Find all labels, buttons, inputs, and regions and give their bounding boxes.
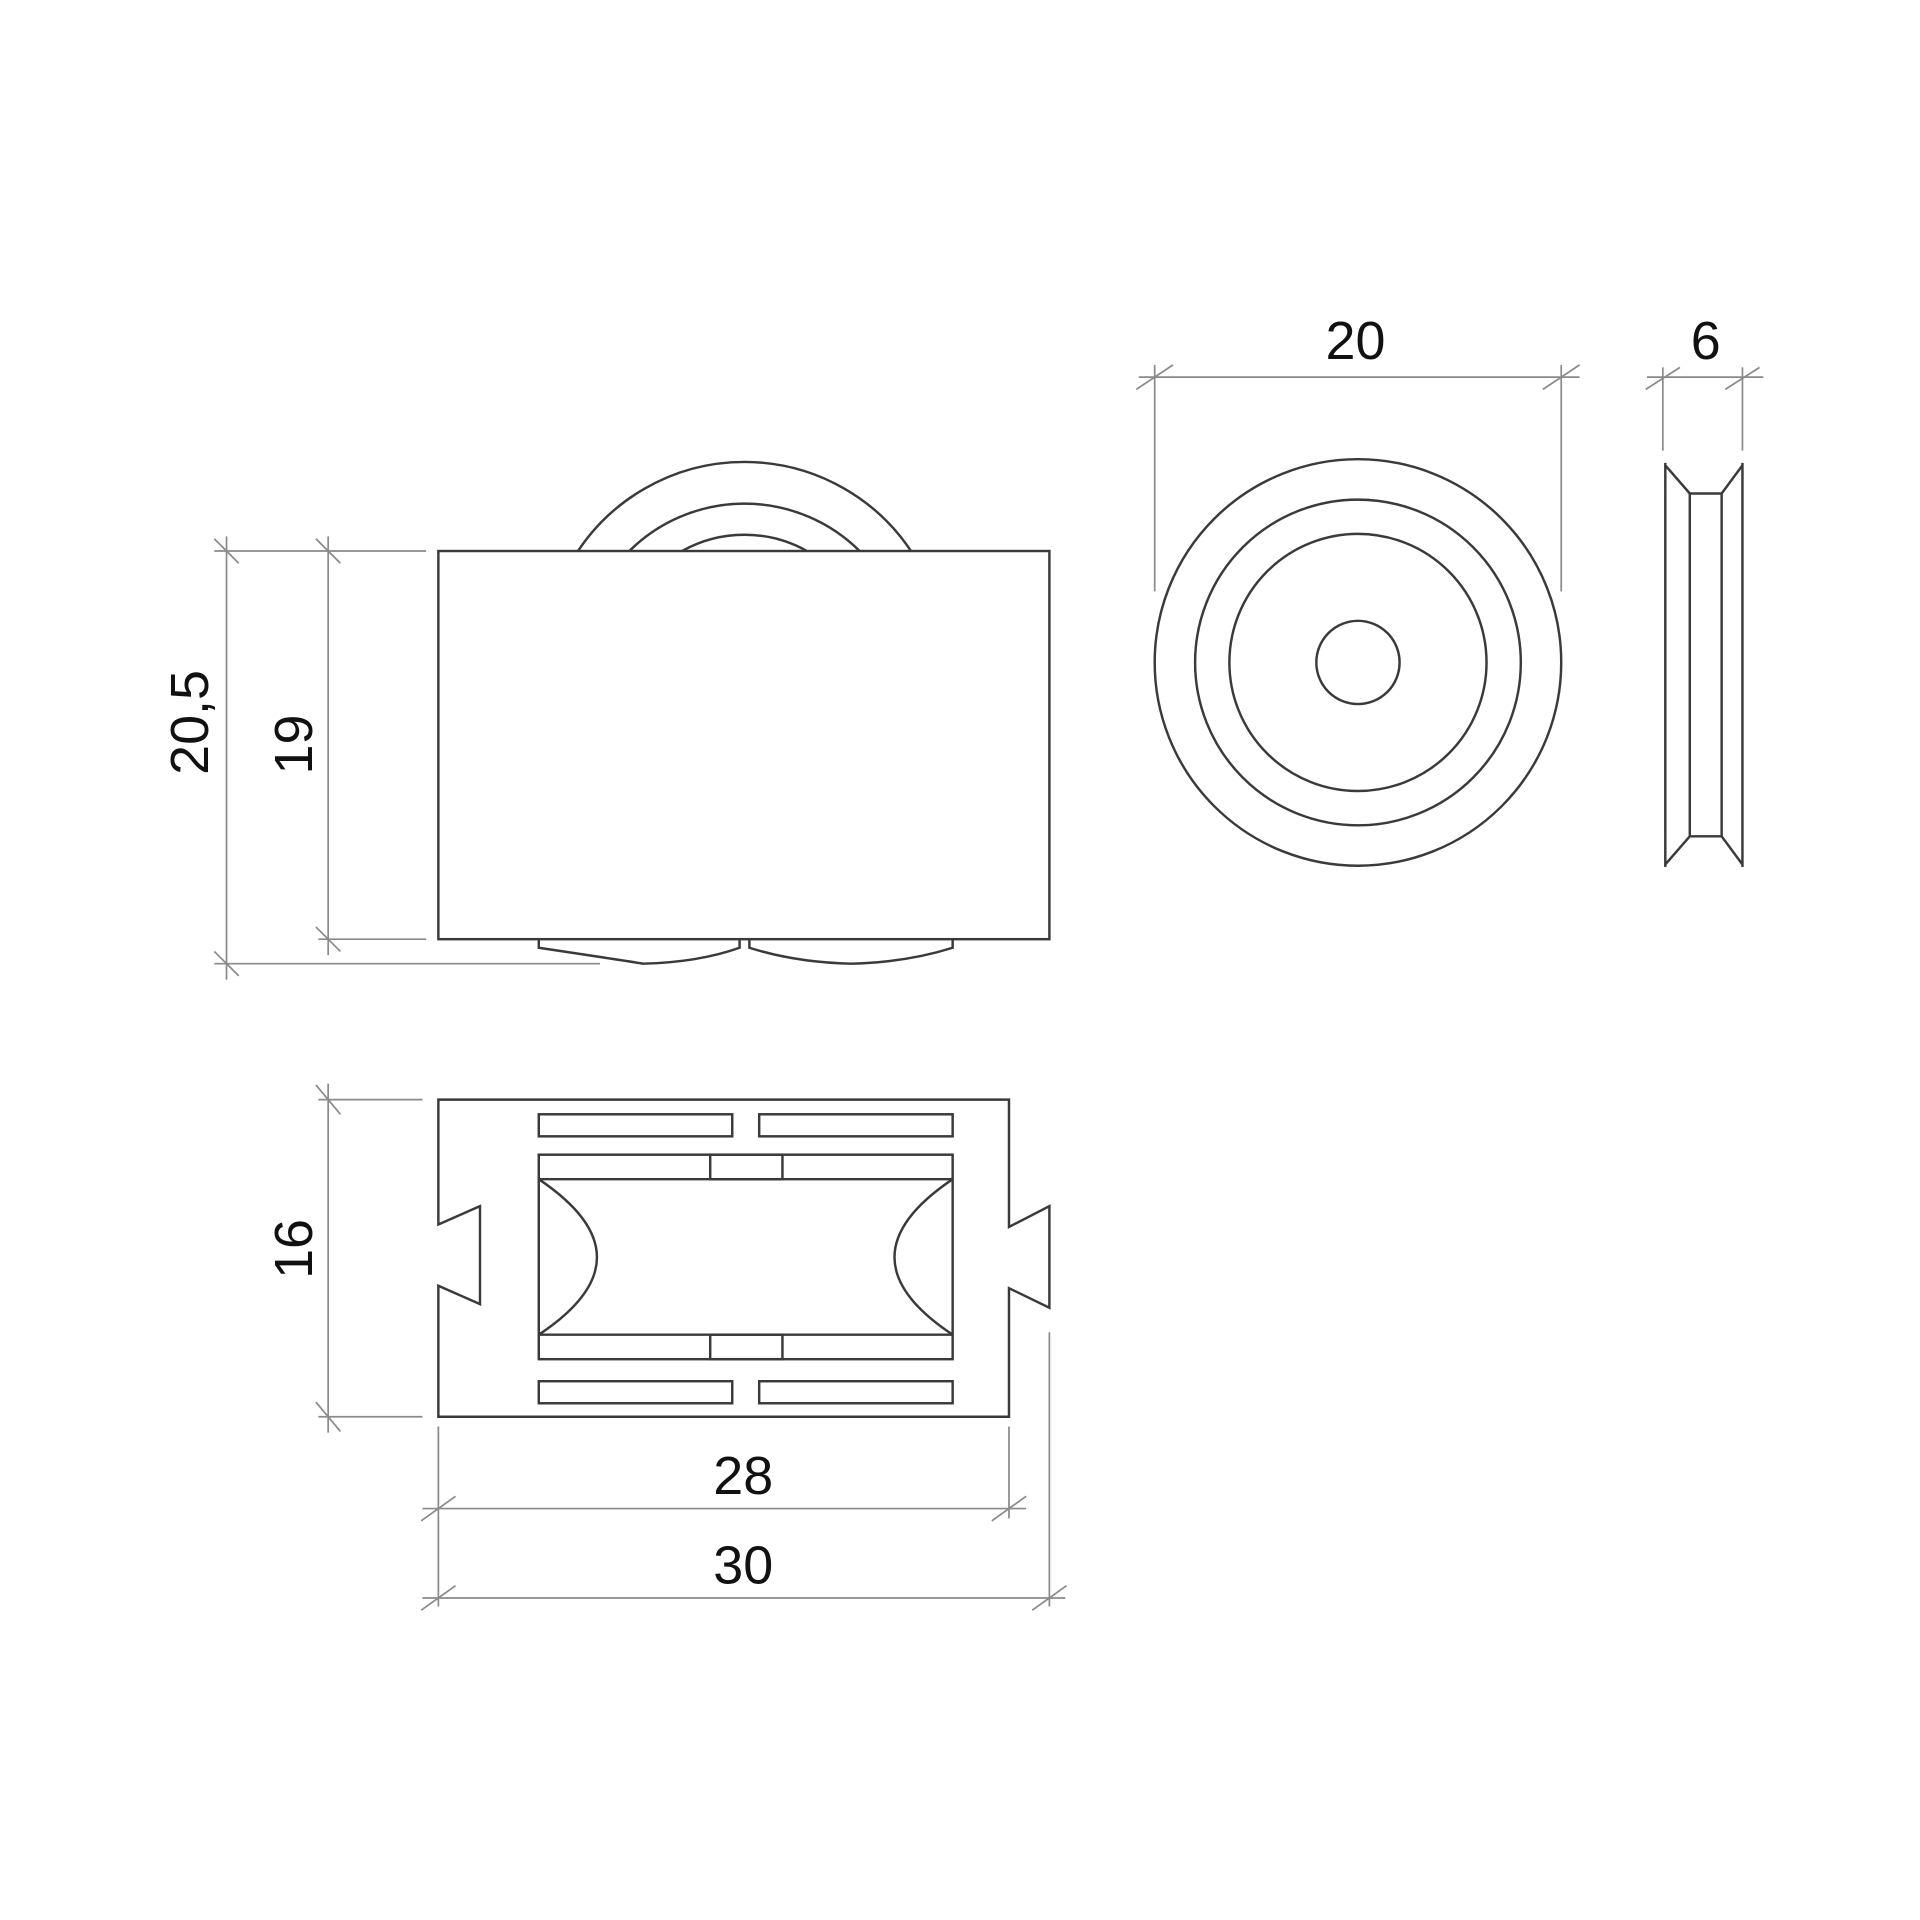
wheel-inner-circle [1228,532,1488,793]
wheel-face-view: 20 [1135,311,1581,867]
bottom-wheel-right [748,939,954,965]
dim-label-16: 16 [264,1219,324,1279]
wheel-side-view: 6 [1645,311,1764,867]
dim-label-6: 6 [1691,311,1721,371]
body-rect [437,549,1051,941]
wheel-outer-circle [1153,457,1563,867]
top-view [437,1098,1051,1418]
wheel-curve-right [893,1178,954,1336]
slot [537,1380,734,1405]
top-wheel-outer-arc [576,460,913,552]
dimension-tick [213,538,240,564]
top-wheel-middle-arc [628,502,861,552]
axle-block-bottom [708,1333,784,1361]
axle-block-top [708,1153,784,1181]
top-body-outline [437,1098,1051,1418]
wheel-curve-left [538,1178,599,1336]
dimension-tick [315,1084,342,1115]
wheel-side-outline [1664,462,1744,867]
slot [757,1380,954,1405]
dimension-tick [1542,364,1581,391]
slot [757,1113,954,1138]
dimension-tick [1135,364,1174,391]
front-dimensions: 20,5 19 [160,536,600,980]
dim-label-20-5: 20,5 [160,670,220,775]
wheel-housing [537,1153,954,1361]
top-dimensions: 16 28 30 [264,1083,1068,1611]
dimension-tick [420,1585,457,1611]
dimension-tick [991,1495,1027,1522]
dimension-tick [315,538,342,564]
dimension-tick [1724,366,1761,391]
dimension-tick [315,926,342,953]
front-view [437,460,1051,965]
dimension-tick [420,1495,457,1522]
dimension-tick [1031,1585,1068,1611]
dim-label-19: 19 [264,715,324,775]
bottom-wheel-left [537,939,741,965]
dimension-tick [213,950,240,977]
dimension-tick [1645,366,1681,391]
dim-label-20: 20 [1326,311,1386,371]
wheel-hub-circle [1315,619,1401,706]
dim-label-28: 28 [713,1446,773,1506]
dim-label-30: 30 [713,1535,773,1595]
wheel-groove-circle [1193,498,1523,827]
dimension-tick [315,1401,342,1432]
slot [537,1113,734,1138]
top-wheel-inner-arc [681,533,808,553]
